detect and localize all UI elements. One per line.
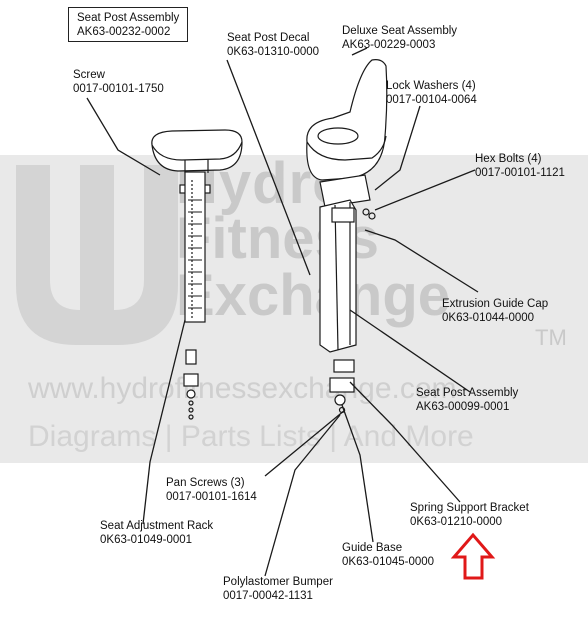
label-pan-screws: Pan Screws (3) 0017-00101-1614: [166, 476, 257, 504]
label-extrusion-guide-cap: Extrusion Guide Cap 0K63-01044-0000: [442, 297, 548, 325]
label-name: Screw: [73, 69, 105, 81]
label-part-number: 0017-00101-1614: [166, 491, 257, 503]
label-name: Seat Post Assembly: [77, 12, 180, 24]
label-hex-bolts: Hex Bolts (4) 0017-00101-1121: [475, 152, 565, 180]
label-part-number: 0017-00104-0064: [386, 94, 477, 106]
assembled-seat-drawing: [151, 129, 243, 420]
watermark-tagline: Diagrams | Parts Lists | And More: [28, 420, 474, 453]
label-guide-base: Guide Base 0K63-01045-0000: [342, 541, 434, 569]
watermark-brand-exchange: Exchange: [176, 263, 450, 328]
label-spring-support-bracket: Spring Support Bracket 0K63-01210-0000: [410, 501, 529, 529]
leader-lines: [86, 47, 479, 577]
label-name: Deluxe Seat Assembly: [342, 25, 458, 37]
label-polylastomer-bumper: Polylastomer Bumper 0017-00042-1131: [223, 575, 333, 603]
label-name: Seat Post Decal: [227, 32, 310, 44]
label-name: Spring Support Bracket: [410, 502, 529, 514]
label-part-number: 0K63-01044-0000: [442, 312, 535, 324]
label-part-number: 0017-00101-1750: [73, 83, 164, 95]
watermark-trademark: TM: [535, 325, 567, 350]
label-seat-post-assembly-top: Seat Post Assembly AK63-00232-0002: [68, 7, 189, 42]
label-part-number: AK63-00232-0002: [77, 26, 171, 38]
label-name: Hex Bolts (4): [475, 153, 542, 165]
label-seat-adjustment-rack: Seat Adjustment Rack 0K63-01049-0001: [100, 519, 213, 547]
highlight-arrow-icon: [450, 532, 496, 580]
label-name: Polylastomer Bumper: [223, 576, 333, 588]
label-part-number: 0K63-01210-0000: [410, 516, 503, 528]
label-name: Seat Adjustment Rack: [100, 520, 214, 532]
watermark-url: www.hydrofitnessexchange.com: [28, 372, 457, 405]
exploded-seat-drawing: [306, 59, 388, 414]
label-name: Lock Washers (4): [386, 80, 476, 92]
label-part-number: 0K63-01049-0001: [100, 534, 193, 546]
label-seat-post-decal: Seat Post Decal 0K63-01310-0000: [227, 31, 319, 59]
label-seat-post-assembly: Seat Post Assembly AK63-00099-0001: [416, 386, 518, 414]
label-deluxe-seat-assembly: Deluxe Seat Assembly AK63-00229-0003: [342, 24, 457, 52]
label-part-number: 0K63-01310-0000: [227, 46, 320, 58]
label-lock-washers: Lock Washers (4) 0017-00104-0064: [386, 79, 477, 107]
label-part-number: 0017-00042-1131: [223, 590, 313, 602]
label-name: Pan Screws (3): [166, 477, 245, 489]
label-name: Guide Base: [342, 542, 403, 554]
label-part-number: AK63-00099-0001: [416, 401, 510, 413]
label-name: Extrusion Guide Cap: [442, 298, 549, 310]
label-name: Seat Post Assembly: [416, 387, 519, 399]
label-screw: Screw 0017-00101-1750: [73, 68, 164, 96]
label-part-number: 0017-00101-1121: [475, 167, 565, 179]
label-part-number: 0K63-01045-0000: [342, 556, 435, 568]
label-part-number: AK63-00229-0003: [342, 39, 436, 51]
watermark-logo-icon: [16, 165, 178, 345]
